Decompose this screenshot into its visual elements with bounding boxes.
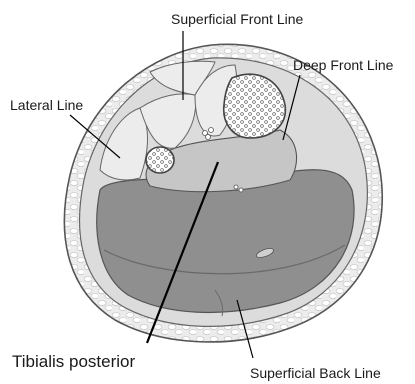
label-superficial-front-line: Superficial Front Line [171,11,304,27]
label-tibialis-posterior: Tibialis posterior [12,352,135,371]
fibula-bone [146,147,174,173]
label-superficial-back-line: Superficial Back Line [250,365,381,381]
label-lateral-line: Lateral Line [10,97,83,113]
label-deep-front-line: Deep Front Line [293,57,394,73]
